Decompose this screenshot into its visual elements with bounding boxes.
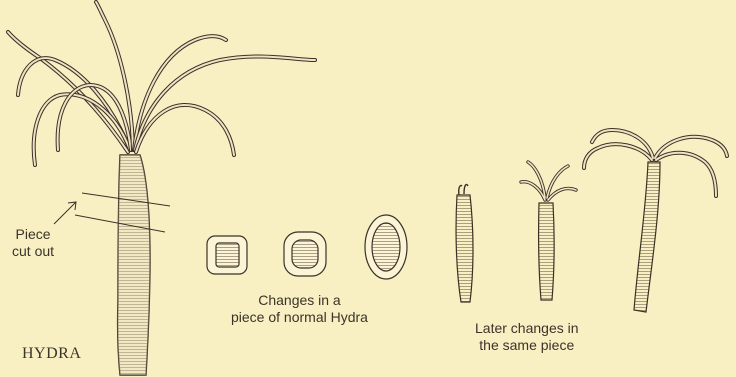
piece-stage-4 [456, 184, 473, 302]
cut-arrow [54, 202, 76, 224]
piece-stage-2 [284, 232, 326, 276]
piece-stage-3 [365, 215, 407, 279]
later-changes-label-line-1: Later changes in [475, 320, 579, 337]
cut-label: Piece cut out [12, 226, 54, 260]
later-changes-label-line-2: the same piece [475, 337, 579, 354]
piece-stage-5 [521, 162, 576, 300]
early-changes-label-line-1: Changes in a [231, 292, 368, 309]
piece-stage-6 [584, 130, 727, 312]
cut-label-line-1: Piece [12, 226, 54, 243]
figure-title: HYDRA [22, 345, 81, 363]
early-changes-label: Changes in a piece of normal Hydra [231, 292, 368, 326]
hydra-large-tentacles [8, 2, 315, 165]
later-changes-label: Later changes in the same piece [475, 320, 579, 354]
cut-label-line-2: cut out [12, 243, 54, 260]
early-changes-label-line-2: piece of normal Hydra [231, 309, 368, 326]
piece-stage-1 [207, 236, 247, 274]
